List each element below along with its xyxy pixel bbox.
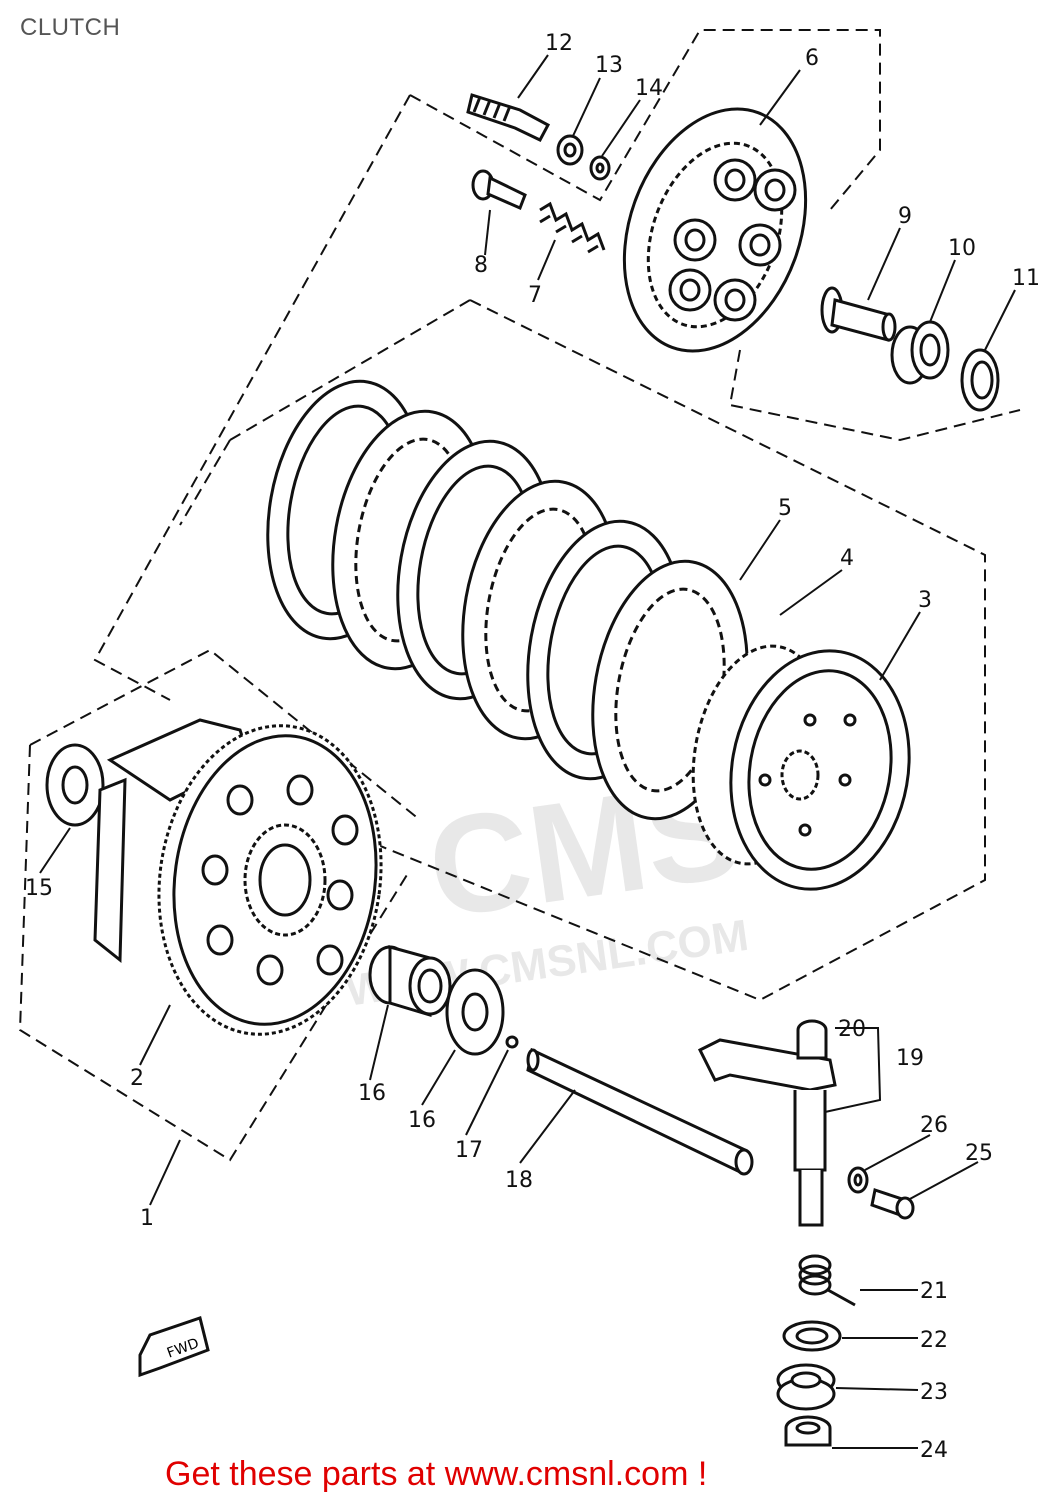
bearing-10 bbox=[890, 320, 950, 385]
ball-17 bbox=[505, 1035, 519, 1049]
callout-6: 6 bbox=[805, 46, 819, 71]
callout-12: 12 bbox=[545, 31, 573, 56]
washer-26 bbox=[847, 1166, 869, 1194]
callout-24: 24 bbox=[920, 1438, 948, 1463]
footer-link[interactable]: Get these parts at www.cmsnl.com ! bbox=[165, 1455, 708, 1493]
callout-16a: 15 bbox=[25, 876, 53, 901]
callout-10: 10 bbox=[948, 236, 976, 261]
callouts: 12 13 14 6 9 10 11 8 7 5 4 3 15 2 16 16 … bbox=[25, 31, 1040, 1463]
clutch-plates-4-5 bbox=[266, 379, 749, 821]
callout-15: 16 bbox=[358, 1081, 386, 1106]
callout-20: 20 bbox=[838, 1017, 866, 1042]
callout-1: 1 bbox=[140, 1206, 154, 1231]
callout-9: 9 bbox=[898, 204, 912, 229]
group-outlines bbox=[18, 29, 1021, 1162]
callout-2: 2 bbox=[130, 1066, 144, 1091]
callout-25: 25 bbox=[965, 1141, 993, 1166]
callout-4: 4 bbox=[840, 546, 854, 571]
callout-23: 23 bbox=[920, 1380, 948, 1405]
push-lever-19 bbox=[697, 1019, 837, 1227]
callout-3: 3 bbox=[918, 588, 932, 613]
callout-26: 26 bbox=[920, 1113, 948, 1138]
bolt-8 bbox=[471, 169, 527, 211]
nut-13 bbox=[556, 134, 584, 166]
callout-8: 8 bbox=[474, 253, 488, 278]
clutch-housing-2 bbox=[93, 718, 383, 1036]
spacer-15 bbox=[368, 945, 452, 1018]
callout-18: 18 bbox=[505, 1168, 533, 1193]
callout-22: 22 bbox=[920, 1328, 948, 1353]
thrust-washer-16b bbox=[445, 968, 505, 1056]
spring-21 bbox=[798, 1254, 856, 1307]
leader-lines bbox=[39, 54, 1016, 1449]
clutch-boss-3 bbox=[691, 644, 911, 891]
page-title: CLUTCH bbox=[20, 14, 121, 41]
needle-bearing-24 bbox=[784, 1415, 832, 1447]
push-rod-9 bbox=[820, 286, 897, 342]
callout-14: 14 bbox=[635, 76, 663, 101]
callout-16b: 16 bbox=[408, 1108, 436, 1133]
fwd-arrow: FWD bbox=[138, 1316, 210, 1378]
stud-bolt-12 bbox=[466, 93, 551, 142]
callout-5: 5 bbox=[778, 496, 792, 521]
pressure-plate-6 bbox=[622, 107, 808, 353]
thrust-washer-16a bbox=[45, 743, 105, 827]
washer-14 bbox=[589, 155, 611, 181]
spring-7 bbox=[539, 201, 606, 254]
bearing-23 bbox=[776, 1363, 836, 1411]
push-rod-18 bbox=[526, 1047, 754, 1176]
callout-13: 13 bbox=[595, 53, 623, 78]
seal-22 bbox=[782, 1320, 842, 1352]
callout-17: 17 bbox=[455, 1138, 483, 1163]
callout-11: 11 bbox=[1012, 266, 1040, 291]
clutch-exploded-diagram: CMS WWW.CMSNL.COM bbox=[18, 29, 1040, 1463]
circlip-11 bbox=[960, 348, 1000, 412]
callout-19: 19 bbox=[896, 1046, 924, 1071]
callout-21: 21 bbox=[920, 1279, 948, 1304]
callout-7: 7 bbox=[528, 283, 542, 308]
bolt-25 bbox=[870, 1188, 915, 1220]
